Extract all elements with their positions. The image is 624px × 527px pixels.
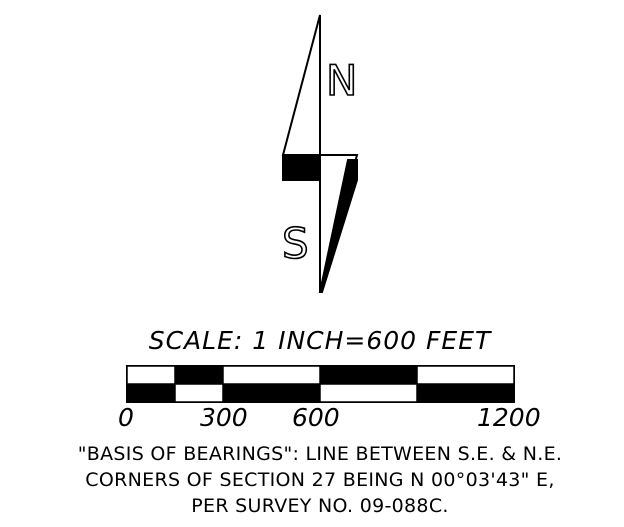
basis-of-bearings-line-3: PER SURVEY NO. 09-088C.: [191, 495, 449, 517]
south-letter: S: [282, 219, 309, 268]
scale-bar-segment: [223, 384, 320, 402]
scale-bar-segment: [416, 365, 515, 385]
scale-bar-segment: [127, 384, 175, 402]
scale-tick-label: 0: [118, 403, 134, 432]
scale-bar-segment: [320, 366, 417, 384]
north-pointer-triangle: [281, 14, 321, 156]
scale-title: SCALE: 1 INCH=600 FEET: [148, 326, 492, 355]
basis-of-bearings-line-1: "BASIS OF BEARINGS": LINE BETWEEN S.E. &…: [77, 443, 563, 465]
scale-tick-label: 300: [200, 403, 248, 432]
scale-bar: [126, 365, 515, 403]
north-pointer-base-fill: [282, 154, 321, 181]
scale-bar-segment: [174, 383, 224, 403]
north-arrow-symbol: [281, 14, 359, 293]
north-letter: N: [326, 56, 357, 105]
scale-bar-segment: [175, 366, 223, 384]
basis-of-bearings-line-2: CORNERS OF SECTION 27 BEING N 00°03'43" …: [85, 469, 555, 491]
scale-tick-label: 600: [292, 403, 340, 432]
scale-bar-segment: [222, 365, 321, 385]
scale-tick-label: 1200: [477, 403, 541, 432]
scale-bar-segment: [417, 384, 514, 402]
scale-bar-segment: [319, 383, 418, 403]
south-pointer-shadow: [318, 159, 358, 293]
scale-bar-segment: [126, 365, 176, 385]
